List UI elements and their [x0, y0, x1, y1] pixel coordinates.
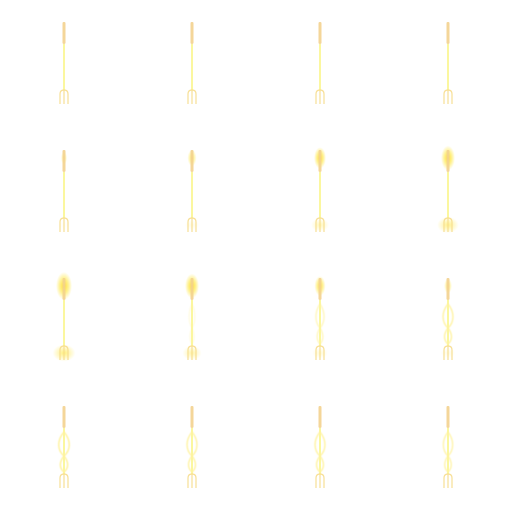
tuning-fork-sprite: [315, 22, 325, 104]
sprite-frame: [384, 0, 512, 128]
fork-prongs: [59, 217, 69, 232]
sprite-frame: [384, 384, 512, 512]
tuning-fork-sprite: [311, 147, 329, 232]
rod-tip: [62, 406, 66, 428]
sprite-frame: [0, 256, 128, 384]
sprite-frame: [256, 256, 384, 384]
tuning-fork-sprite: [437, 145, 459, 233]
tuning-fork-sprite: [52, 272, 76, 362]
tuning-fork-sprite: [312, 276, 328, 360]
rod-tip: [62, 150, 66, 172]
tuning-fork-sprite: [186, 406, 198, 488]
rod-stem: [191, 172, 193, 218]
fork-prongs: [187, 89, 197, 104]
sprite-frame: [0, 384, 128, 512]
sprite-frame: [128, 0, 256, 128]
rod-tip: [446, 278, 450, 300]
fork-prongs: [59, 345, 69, 360]
rod-stem: [63, 172, 65, 218]
fork-prongs: [59, 89, 69, 104]
rod-stem: [63, 300, 65, 346]
rod-tip: [190, 150, 194, 172]
fork-prongs: [59, 473, 69, 488]
tuning-fork-sprite: [187, 22, 197, 104]
rod-stem: [447, 172, 449, 218]
rod-stem: [63, 428, 65, 474]
tuning-fork-sprite: [443, 22, 453, 104]
rod-stem: [191, 428, 193, 474]
rod-tip: [190, 406, 194, 428]
fork-prongs: [187, 473, 197, 488]
fork-prongs: [443, 473, 453, 488]
rod-tip: [62, 278, 66, 300]
rod-stem: [319, 172, 321, 218]
sprite-frame: [0, 0, 128, 128]
fork-prongs: [443, 345, 453, 360]
sprite-frame: [128, 384, 256, 512]
fork-prongs: [443, 217, 453, 232]
fork-prongs: [315, 473, 325, 488]
rod-tip: [62, 22, 66, 44]
tuning-fork-sprite: [442, 406, 454, 488]
sprite-frame: [384, 256, 512, 384]
fork-prongs: [187, 217, 197, 232]
tuning-fork-sprite: [57, 150, 71, 232]
rod-stem: [319, 44, 321, 90]
rod-tip: [318, 150, 322, 172]
rod-stem: [447, 300, 449, 346]
sprite-frame: [0, 128, 128, 256]
fork-prongs: [315, 217, 325, 232]
sprite-frame: [128, 256, 256, 384]
tuning-fork-sprite: [314, 406, 326, 488]
sprite-frame: [256, 384, 384, 512]
tuning-fork-sprite: [59, 22, 69, 104]
rod-tip: [446, 22, 450, 44]
energy-loop: [188, 302, 196, 346]
sprite-frame: [256, 128, 384, 256]
sprite-frame: [256, 0, 384, 128]
tuning-fork-sprite: [57, 406, 71, 488]
energy-loop: [442, 430, 454, 474]
rod-stem: [447, 428, 449, 474]
energy-loop: [186, 430, 198, 474]
rod-tip: [318, 406, 322, 428]
fork-prongs: [187, 345, 197, 360]
sprite-frame: [384, 128, 512, 256]
energy-loop: [314, 430, 326, 474]
energy-loop: [57, 430, 71, 474]
rod-stem: [319, 428, 321, 474]
rod-stem: [447, 44, 449, 90]
energy-loop: [315, 302, 325, 346]
energy-loop: [442, 302, 454, 346]
rod-tip: [446, 406, 450, 428]
rod-stem: [63, 44, 65, 90]
fork-prongs: [443, 89, 453, 104]
fork-prongs: [315, 345, 325, 360]
rod-tip: [318, 278, 322, 300]
tuning-fork-sprite: [182, 273, 202, 360]
tuning-fork-sprite: [184, 149, 200, 232]
tuning-fork-sprite: [440, 278, 456, 360]
rod-stem: [191, 300, 193, 346]
rod-tip: [190, 278, 194, 300]
rod-stem: [191, 44, 193, 90]
rod-stem: [319, 300, 321, 346]
rod-tip: [446, 150, 450, 172]
fork-prongs: [315, 89, 325, 104]
rod-tip: [318, 22, 322, 44]
sprite-frame: [128, 128, 256, 256]
rod-tip: [190, 22, 194, 44]
